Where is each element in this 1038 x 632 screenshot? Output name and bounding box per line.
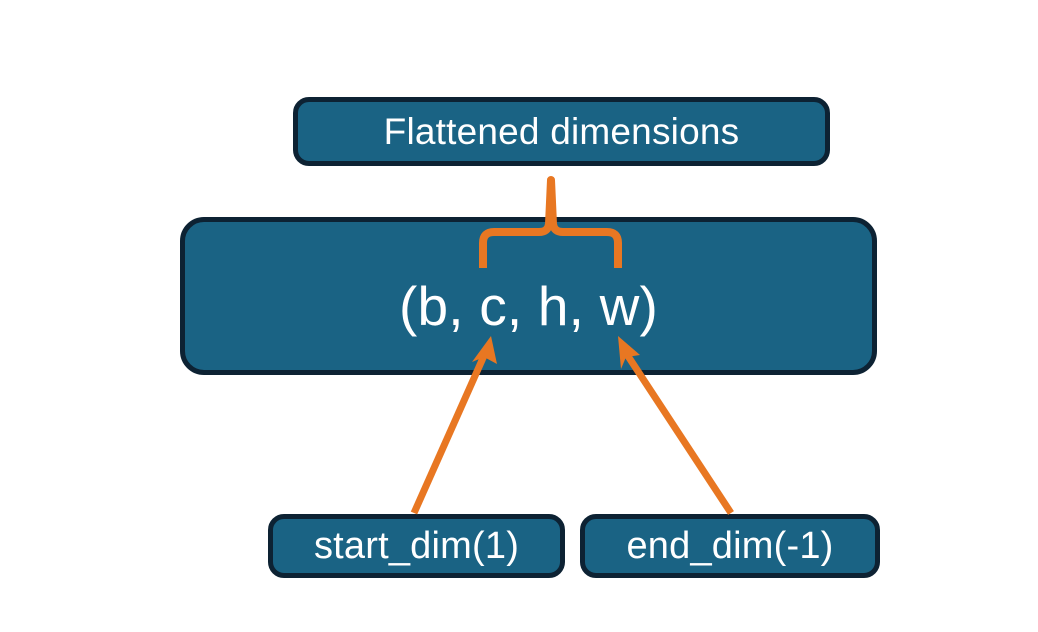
end-dim-label: end_dim(-1) [626,524,834,567]
flattened-dimensions-label: Flattened dimensions [383,110,740,152]
end-dim-box: end_dim(-1) [580,514,880,578]
start-dim-box: start_dim(1) [268,514,565,578]
tensor-shape-label: (b, c, h, w) [398,275,659,337]
flattened-dimensions-box: Flattened dimensions [293,97,830,166]
tensor-shape-box: (b, c, h, w) [180,217,877,375]
start-dim-label: start_dim(1) [313,524,520,567]
